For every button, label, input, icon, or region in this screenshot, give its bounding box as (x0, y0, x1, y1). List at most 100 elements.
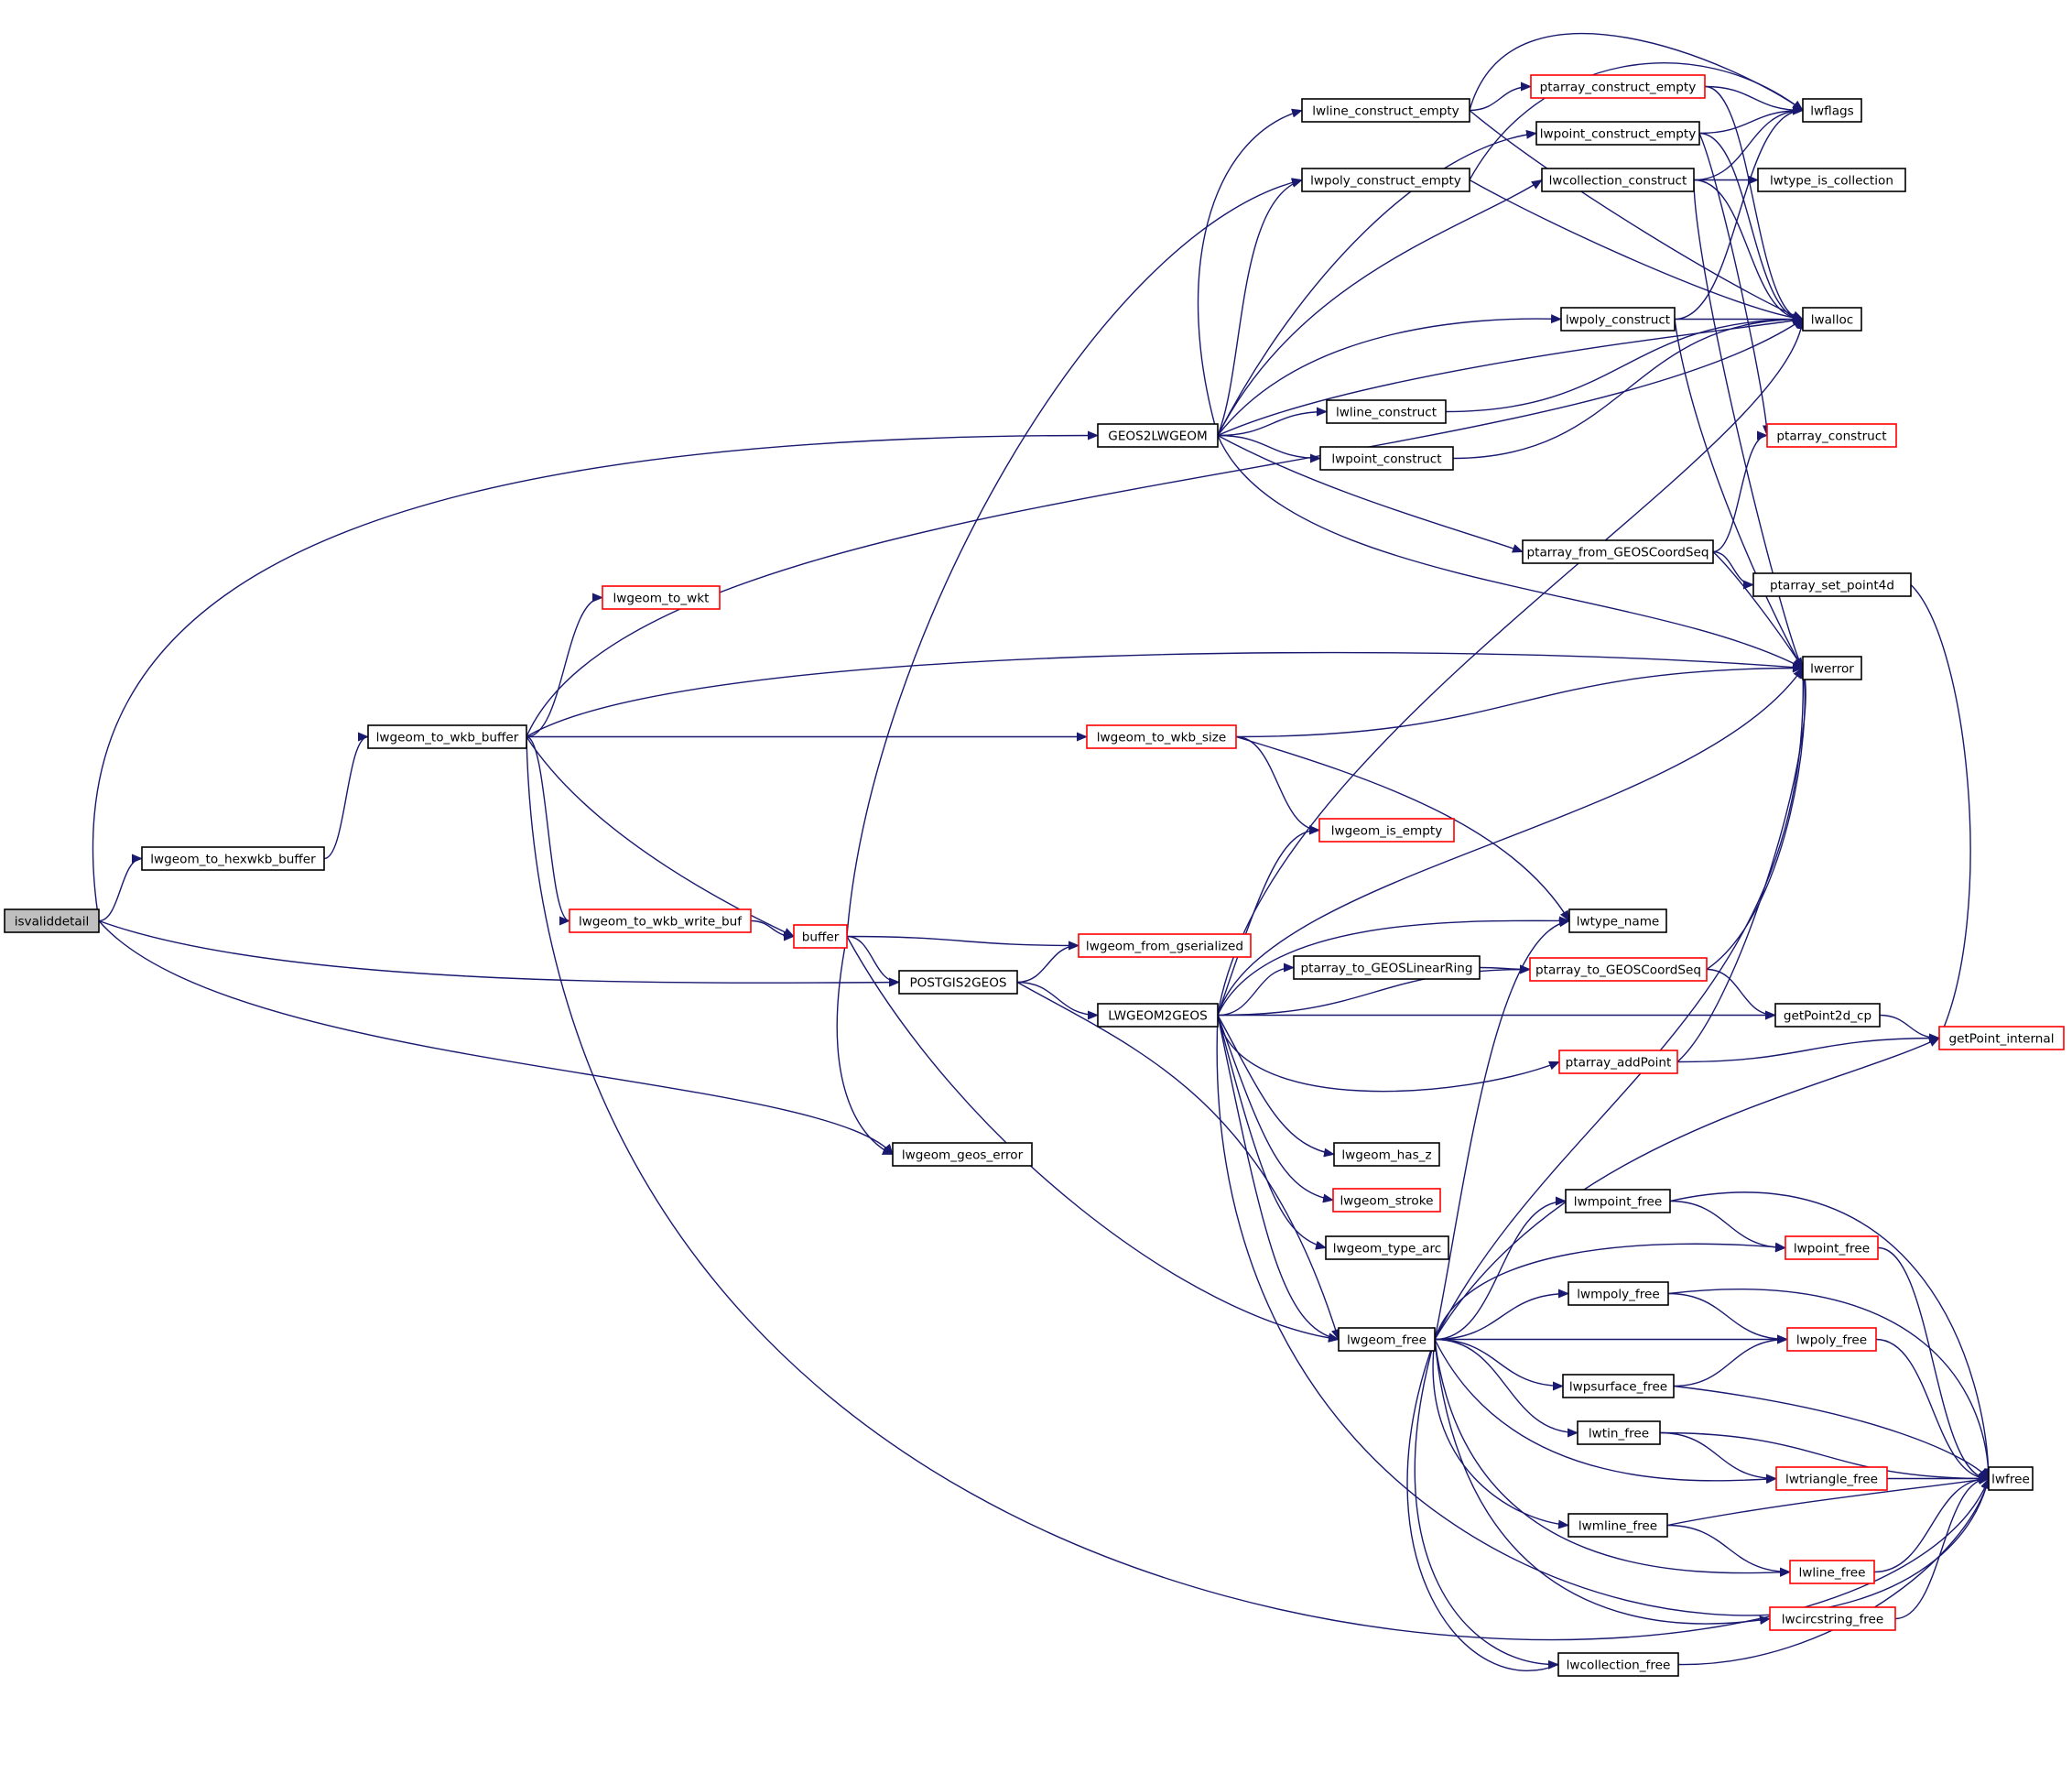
node-box[interactable] (1560, 307, 1676, 332)
node-box[interactable] (1557, 1652, 1679, 1677)
node-box[interactable] (1541, 168, 1695, 192)
node-getPoint_internal[interactable]: getPoint_internal (1938, 1026, 2065, 1050)
node-box[interactable] (1988, 1466, 2034, 1491)
node-lwtype_is_collection[interactable]: lwtype_is_collection (1757, 168, 1906, 192)
node-lwgeom_has_z[interactable]: lwgeom_has_z (1333, 1142, 1440, 1167)
node-box[interactable] (1568, 908, 1667, 933)
node-box[interactable] (1802, 307, 1862, 332)
node-box[interactable] (1318, 818, 1455, 843)
node-lwline_construct_empty[interactable]: lwline_construct_empty (1301, 98, 1470, 123)
node-box[interactable] (1802, 656, 1862, 680)
node-box[interactable] (1766, 423, 1897, 448)
node-box[interactable] (1078, 933, 1252, 958)
node-box[interactable] (1757, 168, 1906, 192)
node-lwline_free[interactable]: lwline_free (1789, 1560, 1875, 1584)
node-ptarray_construct_empty[interactable]: ptarray_construct_empty (1530, 74, 1706, 99)
node-box[interactable] (141, 846, 325, 871)
node-lwtype_name[interactable]: lwtype_name (1568, 908, 1667, 933)
node-lwmline_free[interactable]: lwmline_free (1568, 1513, 1668, 1538)
node-box[interactable] (1326, 399, 1447, 424)
node-lwcollection_free[interactable]: lwcollection_free (1557, 1652, 1679, 1677)
node-POSTGIS2GEOS[interactable]: POSTGIS2GEOS (898, 970, 1018, 995)
node-lwerror[interactable]: lwerror (1802, 656, 1862, 680)
node-lwgeom_geos_error[interactable]: lwgeom_geos_error (892, 1142, 1033, 1167)
node-lwpoint_construct_empty[interactable]: lwpoint_construct_empty (1535, 121, 1700, 146)
node-box[interactable] (602, 585, 721, 610)
node-box[interactable] (1774, 1003, 1881, 1028)
node-box[interactable] (1577, 1420, 1661, 1445)
node-lwpoly_construct[interactable]: lwpoly_construct (1560, 307, 1676, 332)
node-box[interactable] (898, 970, 1018, 995)
node-lwtin_free[interactable]: lwtin_free (1577, 1420, 1661, 1445)
node-box[interactable] (1530, 74, 1706, 99)
node-lwtriangle_free[interactable]: lwtriangle_free (1775, 1466, 1888, 1491)
node-box[interactable] (1097, 1003, 1219, 1028)
node-lwgeom_stroke[interactable]: lwgeom_stroke (1332, 1188, 1441, 1213)
node-box[interactable] (1565, 1189, 1671, 1213)
node-box[interactable] (1529, 957, 1708, 982)
node-box[interactable] (1097, 423, 1219, 448)
node-box[interactable] (793, 924, 848, 949)
node-lwgeom_to_wkb_write_buf[interactable]: lwgeom_to_wkb_write_buf (569, 908, 752, 933)
node-lwgeom_from_gserialized[interactable]: lwgeom_from_gserialized (1078, 933, 1252, 958)
node-lwgeom_type_arc[interactable]: lwgeom_type_arc (1325, 1235, 1449, 1260)
node-lwcollection_construct[interactable]: lwcollection_construct (1541, 168, 1695, 192)
node-lwgeom_is_empty[interactable]: lwgeom_is_empty (1318, 818, 1455, 843)
node-box[interactable] (1769, 1606, 1896, 1631)
node-ptarray_set_point4d[interactable]: ptarray_set_point4d (1752, 572, 1912, 597)
node-box[interactable] (1785, 1235, 1879, 1260)
node-box[interactable] (1786, 1327, 1877, 1352)
node-box[interactable] (367, 724, 527, 749)
node-lwmpoly_free[interactable]: lwmpoly_free (1568, 1281, 1669, 1306)
node-lwcircstring_free[interactable]: lwcircstring_free (1769, 1606, 1896, 1631)
node-lwgeom_to_wkb_size[interactable]: lwgeom_to_wkb_size (1086, 724, 1237, 749)
node-box[interactable] (1775, 1466, 1888, 1491)
node-lwpoly_construct_empty[interactable]: lwpoly_construct_empty (1301, 168, 1470, 192)
node-GEOS2LWGEOM[interactable]: GEOS2LWGEOM (1097, 423, 1219, 448)
node-lwflags[interactable]: lwflags (1802, 98, 1862, 123)
node-lwalloc[interactable]: lwalloc (1802, 307, 1862, 332)
node-box[interactable] (1938, 1026, 2065, 1050)
node-box[interactable] (1301, 168, 1470, 192)
node-box[interactable] (892, 1142, 1033, 1167)
node-box[interactable] (1293, 955, 1481, 980)
node-lwgeom_free[interactable]: lwgeom_free (1338, 1327, 1436, 1352)
node-box[interactable] (1325, 1235, 1449, 1260)
node-box[interactable] (1752, 572, 1912, 597)
node-lwgeom_to_wkb_buffer[interactable]: lwgeom_to_wkb_buffer (367, 724, 527, 749)
node-box[interactable] (1802, 98, 1862, 123)
node-lwpoint_construct[interactable]: lwpoint_construct (1319, 446, 1454, 471)
node-ptarray_to_GEOSLinearRing[interactable]: ptarray_to_GEOSLinearRing (1293, 955, 1481, 980)
node-lwpsurface_free[interactable]: lwpsurface_free (1562, 1374, 1675, 1398)
node-box[interactable] (1301, 98, 1470, 123)
node-box[interactable] (1522, 539, 1714, 564)
node-lwline_construct[interactable]: lwline_construct (1326, 399, 1447, 424)
node-box[interactable] (1338, 1327, 1436, 1352)
node-lwpoly_free[interactable]: lwpoly_free (1786, 1327, 1877, 1352)
node-box[interactable] (1562, 1374, 1675, 1398)
node-box[interactable] (1333, 1142, 1440, 1167)
node-buffer[interactable]: buffer (793, 924, 848, 949)
node-box[interactable] (1332, 1188, 1441, 1213)
node-lwmpoint_free[interactable]: lwmpoint_free (1565, 1189, 1671, 1213)
node-box[interactable] (1568, 1513, 1668, 1538)
node-box[interactable] (4, 908, 100, 933)
node-LWGEOM2GEOS[interactable]: LWGEOM2GEOS (1097, 1003, 1219, 1028)
node-lwfree[interactable]: lwfree (1988, 1466, 2034, 1491)
node-lwpoint_free[interactable]: lwpoint_free (1785, 1235, 1879, 1260)
node-isvaliddetail[interactable]: isvaliddetail (4, 908, 100, 933)
node-box[interactable] (1558, 1050, 1678, 1074)
node-box[interactable] (1535, 121, 1700, 146)
node-box[interactable] (1789, 1560, 1875, 1584)
node-ptarray_to_GEOSCoordSeq[interactable]: ptarray_to_GEOSCoordSeq (1529, 957, 1708, 982)
node-lwgeom_to_hexwkb_buffer[interactable]: lwgeom_to_hexwkb_buffer (141, 846, 325, 871)
node-lwgeom_to_wkt[interactable]: lwgeom_to_wkt (602, 585, 721, 610)
node-ptarray_construct[interactable]: ptarray_construct (1766, 423, 1897, 448)
node-ptarray_addPoint[interactable]: ptarray_addPoint (1558, 1050, 1678, 1074)
node-box[interactable] (569, 908, 752, 933)
node-box[interactable] (1568, 1281, 1669, 1306)
node-box[interactable] (1086, 724, 1237, 749)
node-ptarray_from_GEOSCoordSeq[interactable]: ptarray_from_GEOSCoordSeq (1522, 539, 1714, 564)
node-box[interactable] (1319, 446, 1454, 471)
node-getPoint2d_cp[interactable]: getPoint2d_cp (1774, 1003, 1881, 1028)
